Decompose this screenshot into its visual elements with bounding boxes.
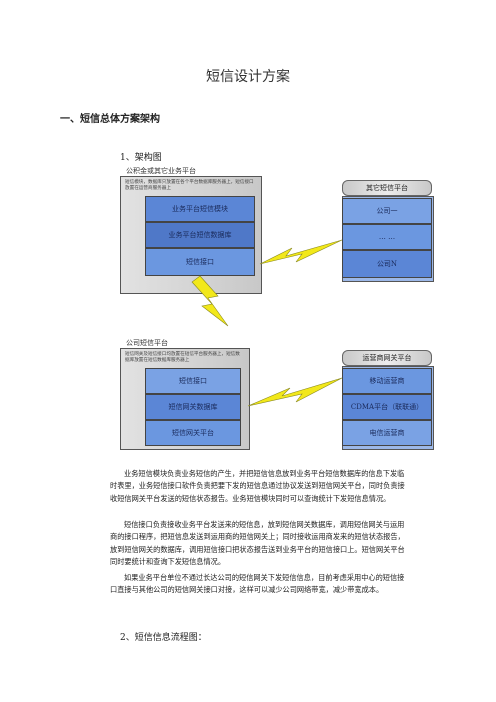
- other-sms-platform-header: 其它短信平台: [342, 180, 432, 196]
- paragraph: 短信接口负责接收业务平台发送来的短信息，放到短信网关数据库，调用短信网关与运用商…: [110, 520, 405, 567]
- company-n: 公司N: [342, 250, 432, 278]
- lightning-bolt-middle: [191, 275, 229, 327]
- company-one: 公司一: [342, 198, 432, 224]
- sms-interface-top: 短信接口: [145, 248, 255, 276]
- lightning-bolt-bottom: [247, 377, 343, 407]
- group-label: 公司短信平台: [126, 339, 168, 347]
- lightning-connectors: [191, 239, 343, 407]
- group-label: 公积金或其它业务平台: [126, 167, 196, 175]
- cdma-platform: CDMA平台（联联通）: [342, 394, 432, 420]
- carrier-gateway-header: 运营商网关平台: [342, 350, 432, 366]
- business-sms-module: 业务平台短信模块: [145, 196, 255, 222]
- sms-interface-bottom: 短信接口: [145, 368, 241, 394]
- group-note: 短信模块，数据库只放置在各个平台数据库服务器上，短信接口放置在运营商服务器上: [125, 180, 254, 191]
- group-note: 短信网关及短信接口均放置在短信平台服务器上，短信数据库放置在短信数据库服务器上: [125, 352, 240, 363]
- document-title: 短信设计方案: [206, 69, 290, 85]
- section-heading: 一、短信总体方案架构: [60, 114, 160, 125]
- paragraph: 业务短信模块负责业务短信的产生，并把短信信息放到业务平台短信数据库的信息下发临时…: [110, 469, 405, 503]
- company-ellipsis: … …: [342, 224, 432, 250]
- subsection-heading: 2、短信信息流程图：: [120, 633, 207, 643]
- telecom-carrier: 电信运营商: [342, 420, 432, 446]
- sms-gateway-platform: 短信网关平台: [145, 420, 241, 446]
- subsection-heading: 1、架构图: [120, 153, 162, 163]
- mobile-carrier: 移动运营商: [342, 368, 432, 394]
- paragraph: 如果业务平台单位不通过长达公司的短信网关下发短信信息，目前考虑采用中心的短信接口…: [110, 573, 405, 595]
- sms-gateway-database: 短信网关数据库: [145, 394, 241, 420]
- lightning-bolt-top: [259, 239, 343, 265]
- architecture-diagram: 公积金或其它业务平台 短信模块，数据库只放置在各个平台数据库服务器上，短信接口放…: [120, 166, 450, 456]
- business-sms-database: 业务平台短信数据库: [145, 222, 255, 248]
